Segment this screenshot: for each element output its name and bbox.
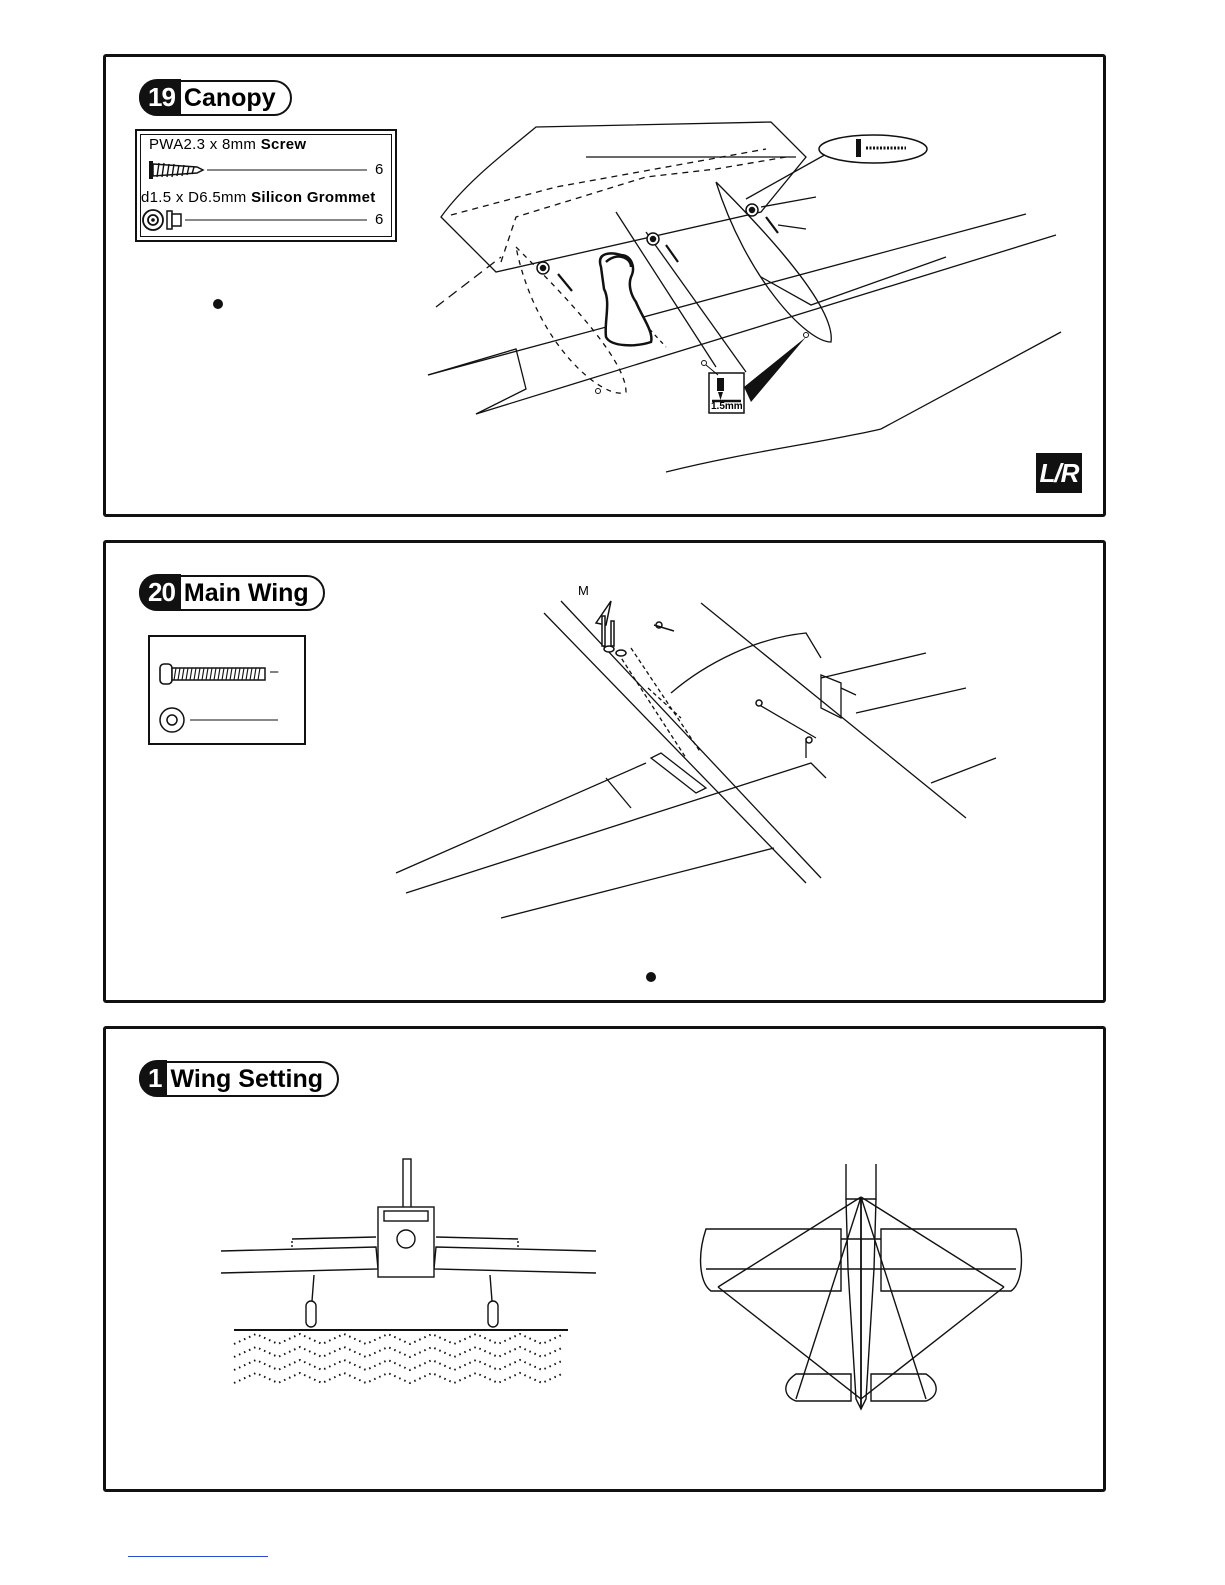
canopy-diagram <box>106 57 1109 520</box>
step-19-panel: 19 Canopy PWA2.3 x 8mm Screw 6 d1.5 x D6… <box>103 54 1106 517</box>
step-21-panel: 1 Wing Setting <box>103 1026 1106 1492</box>
bullet-dot <box>646 972 656 982</box>
drill-size-label: 1.5mm <box>711 401 743 412</box>
step-20-panel: 20 Main Wing – M <box>103 540 1106 1003</box>
main-wing-diagram <box>106 543 1109 1006</box>
left-right-badge: L/R <box>1036 453 1082 493</box>
top-view-diagram <box>106 1029 1109 1495</box>
footer-link-underline <box>128 1556 268 1557</box>
